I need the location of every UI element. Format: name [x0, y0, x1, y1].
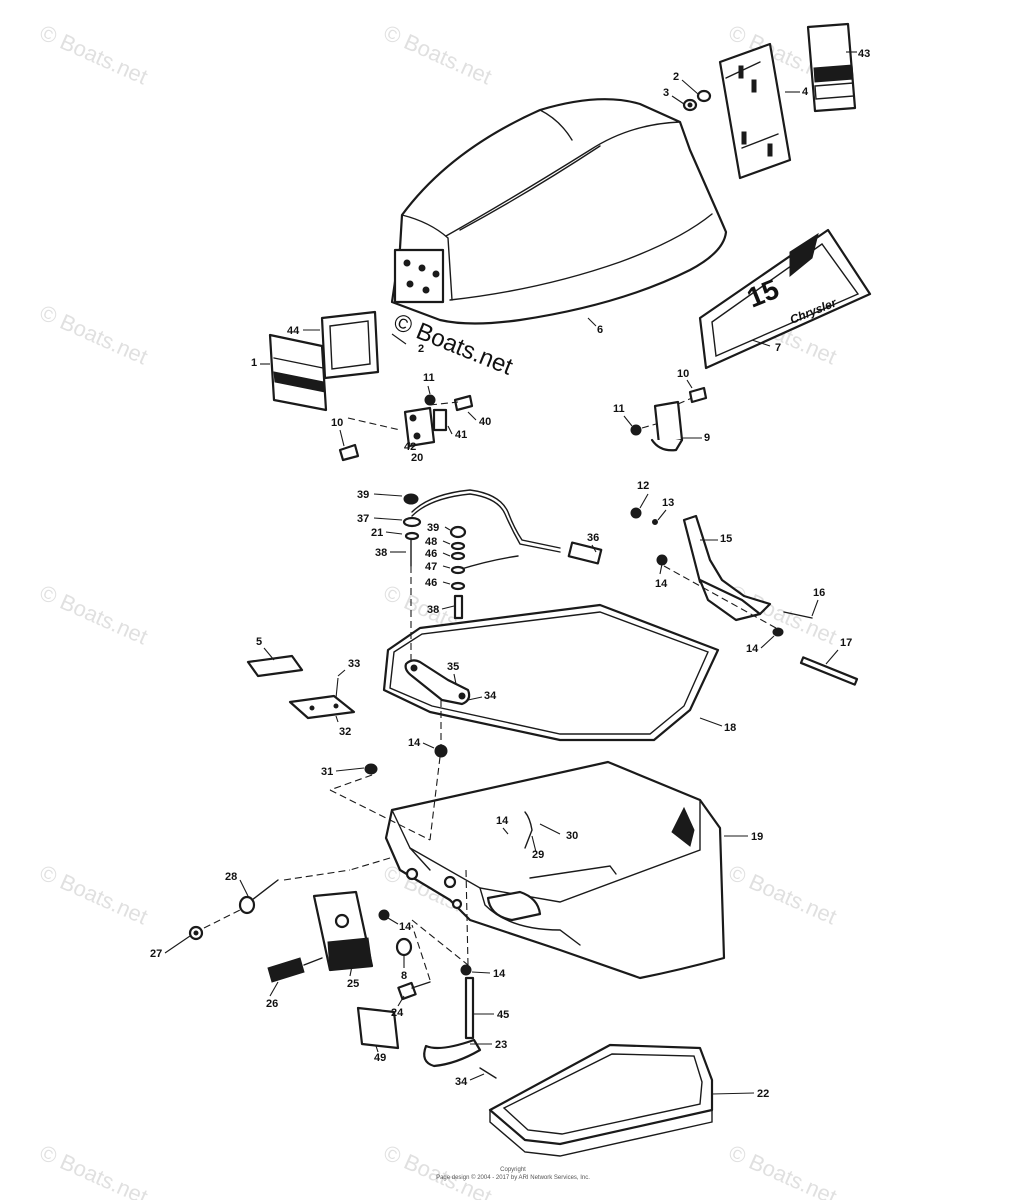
callout-36: 36 — [587, 532, 599, 544]
callout-37: 37 — [357, 513, 369, 525]
part-23-45-shift-lever — [423, 976, 497, 1079]
callout-34: 34 — [484, 690, 497, 702]
watermark: © Boats.net — [36, 300, 151, 370]
callout-11: 11 — [423, 372, 435, 384]
callout-44: 44 — [287, 325, 300, 337]
callout-18: 18 — [724, 722, 736, 734]
callout-1: 1 — [251, 357, 257, 369]
callout-31: 31 — [321, 766, 333, 778]
callout-33: 33 — [348, 658, 360, 670]
callout-23: 23 — [495, 1039, 507, 1051]
footer-copyright: Copyright — [500, 1167, 526, 1173]
part-43-decal — [806, 22, 857, 113]
part-44-plate — [320, 310, 380, 380]
callout-10: 10 — [677, 368, 689, 380]
part-1-decal — [268, 333, 328, 412]
callout-48: 48 — [425, 536, 437, 548]
callout-24: 24 — [391, 1007, 404, 1019]
callout-12: 12 — [637, 480, 649, 492]
callout-8: 8 — [401, 970, 407, 982]
callout-46: 46 — [425, 577, 437, 589]
callout-14: 14 — [655, 578, 668, 590]
callout-20: 20 — [411, 452, 423, 464]
callout-26: 26 — [266, 998, 278, 1010]
callout-17: 17 — [840, 637, 852, 649]
callout-43: 43 — [858, 48, 870, 60]
part-5-decal — [246, 654, 304, 678]
callout-14: 14 — [746, 643, 759, 655]
watermark: © Boats.net — [36, 20, 151, 90]
part-20-latch-bracket — [338, 394, 474, 462]
part-49-decal — [356, 1006, 400, 1050]
part-throttle-link-assembly — [402, 489, 603, 620]
watermark: © Boats.net — [380, 20, 495, 90]
callout-41: 41 — [455, 429, 467, 441]
callout-14: 14 — [399, 921, 412, 933]
callout-4: 4 — [802, 86, 809, 98]
callout-2: 2 — [418, 343, 424, 355]
part-7-side-decal: 15 Chrysler — [698, 228, 872, 370]
callout-10: 10 — [331, 417, 343, 429]
callout-7: 7 — [775, 342, 781, 354]
part-18-gasket — [382, 603, 720, 742]
callout-11: 11 — [613, 403, 625, 415]
callout-30: 30 — [566, 830, 578, 842]
callout-42: 42 — [404, 441, 416, 453]
watermark: © Boats.net — [36, 860, 151, 930]
part-19-lower-pan — [384, 760, 726, 980]
part-32-plate — [288, 694, 356, 720]
callout-14: 14 — [493, 968, 506, 980]
assembly-lines — [203, 397, 777, 981]
callout-2: 2 — [673, 71, 679, 83]
part-2-3-washers — [682, 89, 712, 112]
callout-19: 19 — [751, 831, 763, 843]
part-4-plate — [718, 42, 792, 180]
callout-29: 29 — [532, 849, 544, 861]
callout-9: 9 — [704, 432, 710, 444]
callout-21: 21 — [371, 527, 383, 539]
part-25-decal — [312, 890, 374, 972]
callout-39: 39 — [357, 489, 369, 501]
callout-13: 13 — [662, 497, 674, 509]
part-35-lever — [404, 659, 471, 706]
callout-3: 3 — [663, 87, 669, 99]
footer-page-design: Page design © 2004 - 2017 by ARI Network… — [436, 1175, 590, 1181]
part-6-engine-cover — [390, 98, 728, 325]
callout-14: 14 — [496, 815, 509, 827]
part-15-lever-assembly — [630, 507, 859, 686]
callout-14: 14 — [408, 737, 421, 749]
callout-32: 32 — [339, 726, 351, 738]
part-27-28-choke — [188, 879, 279, 941]
callout-5: 5 — [256, 636, 262, 648]
callout-22: 22 — [757, 1088, 769, 1100]
callout-16: 16 — [813, 587, 825, 599]
callout-38: 38 — [375, 547, 387, 559]
callout-46: 46 — [425, 548, 437, 560]
callout-49: 49 — [374, 1052, 386, 1064]
callout-38: 38 — [427, 604, 439, 616]
part-9-bracket — [630, 386, 708, 452]
watermark: © Boats.net — [36, 580, 151, 650]
callout-39: 39 — [427, 522, 439, 534]
callout-15: 15 — [720, 533, 732, 545]
callout-47: 47 — [425, 561, 437, 573]
watermark: © Boats.net — [725, 860, 840, 930]
callout-45: 45 — [497, 1009, 509, 1021]
part-22-bottom-gasket — [488, 1043, 714, 1157]
callout-leaders — [164, 51, 857, 1095]
callout-27: 27 — [150, 948, 162, 960]
callout-25: 25 — [347, 978, 359, 990]
callout-28: 28 — [225, 871, 237, 883]
callout-34: 34 — [455, 1076, 468, 1088]
part-8-plug — [395, 937, 413, 957]
callout-35: 35 — [447, 661, 459, 673]
part-24-fitting — [397, 981, 431, 1001]
callout-40: 40 — [479, 416, 491, 428]
part-26-handle — [267, 957, 323, 983]
callout-6: 6 — [597, 324, 603, 336]
